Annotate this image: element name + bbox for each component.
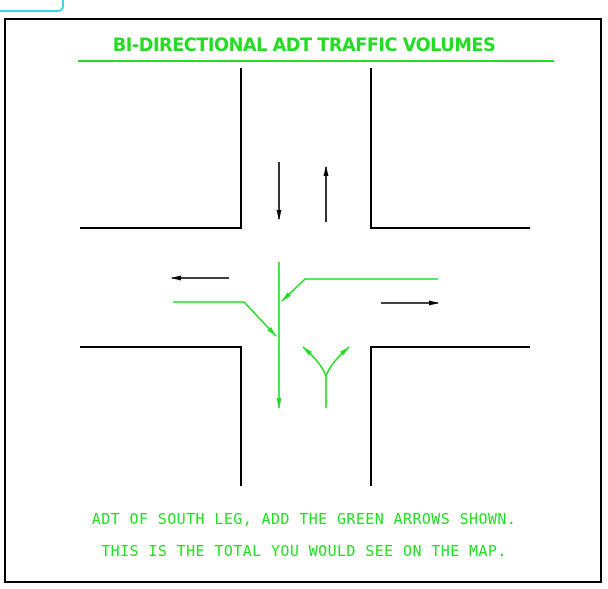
corner-tab	[0, 0, 64, 12]
road-edge-northwest	[80, 68, 242, 229]
road-edge-southeast	[370, 346, 530, 486]
diagram-frame	[4, 18, 602, 583]
northbound-right-turn	[325, 346, 350, 377]
title-underline	[78, 60, 554, 62]
through-arrows	[171, 162, 439, 306]
note-line-1: ADT OF SOUTH LEG, ADD THE GREEN ARROWS S…	[91, 510, 517, 528]
road-edge-northeast	[370, 68, 530, 229]
northbound-left-turn	[302, 346, 327, 377]
west-approach-right-turn	[173, 301, 277, 337]
east-approach-left-turn	[281, 278, 438, 302]
note-line-2: THIS IS THE TOTAL YOU WOULD SEE ON THE M…	[101, 542, 507, 560]
road-edges	[80, 68, 530, 486]
south-leg-arrows	[173, 262, 438, 409]
diagram-title: BI-DIRECTIONAL ADT TRAFFIC VOLUMES	[112, 34, 496, 56]
road-edge-southwest	[80, 346, 242, 486]
